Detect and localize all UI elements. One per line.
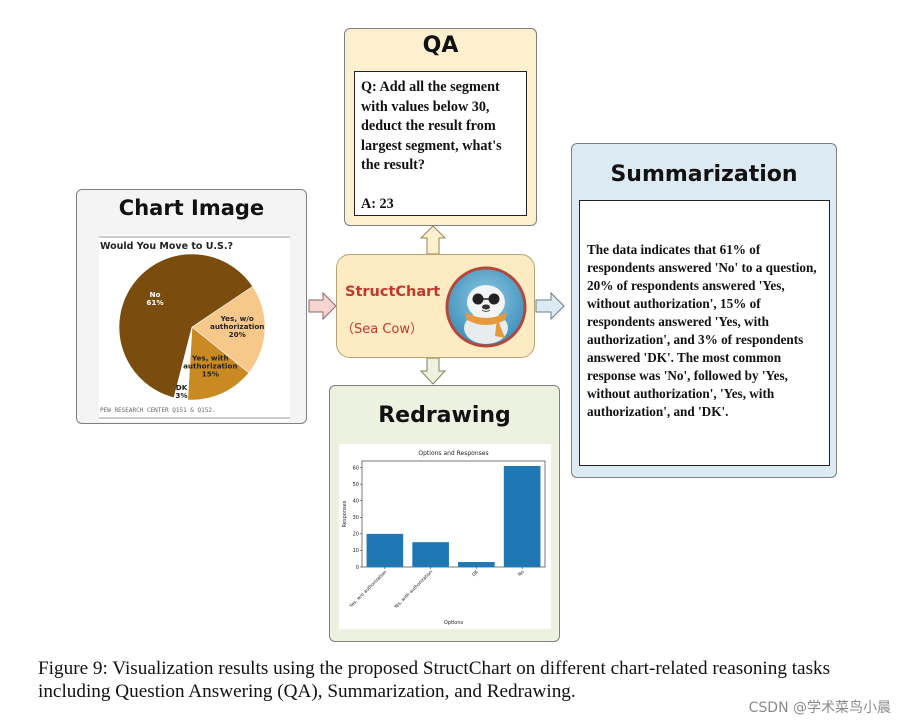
pie-source: PEW RESEARCH CENTER Q151 & Q152. [100, 407, 216, 414]
qa-panel: QA Q: Add all the segment with values be… [344, 28, 537, 226]
qa-question: Q: Add all the segment with values below… [361, 78, 520, 176]
arrow-right-out-icon [536, 293, 564, 319]
summarization-panel: Summarization The data indicates that 61… [571, 143, 837, 478]
pie-title: Would You Move to U.S.? [100, 241, 233, 252]
bar-dk [458, 562, 495, 567]
y-tick-label: 40 [353, 499, 359, 505]
arrow-up-icon [421, 226, 445, 254]
y-axis-label: Responses [342, 500, 348, 527]
arrow-right-in-icon [309, 293, 336, 319]
structchart-box: StructChart （Sea Cow） [336, 254, 535, 358]
sea-cow-icon [445, 266, 527, 348]
summarization-text: The data indicates that 61% of responden… [587, 241, 823, 421]
summarization-box: The data indicates that 61% of responden… [579, 200, 830, 466]
bar-chart-title: Options and Responses [418, 450, 488, 457]
bar-yes-w-o-authorization [367, 534, 404, 567]
structchart-subtitle: （Sea Cow） [341, 318, 423, 337]
x-tick-label: DK [471, 568, 481, 578]
structchart-name: StructChart [345, 284, 440, 300]
y-tick-label: 10 [353, 548, 359, 554]
qa-title: QA [345, 33, 536, 58]
chart-image-title: Chart Image [77, 196, 306, 220]
bar-no [504, 466, 541, 567]
summarization-title: Summarization [572, 162, 836, 187]
redrawing-title: Redrawing [330, 403, 559, 428]
y-tick-label: 20 [353, 532, 359, 538]
qa-box: Q: Add all the segment with values below… [354, 71, 527, 216]
qa-answer: A: 23 [361, 195, 520, 215]
y-tick-label: 0 [356, 565, 359, 571]
y-tick-label: 60 [353, 465, 359, 471]
x-tick-label: Yes, with authorization [392, 569, 434, 611]
bar-yes-with-authorization [412, 542, 449, 567]
x-axis-label: Options [444, 620, 464, 626]
x-tick-label: No [517, 569, 526, 578]
y-tick-label: 50 [353, 482, 359, 488]
x-tick-label: Yes, w/o authorization [348, 569, 389, 610]
chart-image-panel: Chart Image Would You Move to U.S.? Yes,… [76, 189, 307, 424]
y-tick-label: 30 [353, 515, 359, 521]
redrawing-panel: Redrawing Options and Responses 0 10 20 30 40… [329, 385, 560, 642]
watermark: CSDN @学术菜鸟小晨 [749, 697, 891, 717]
arrow-down-icon [421, 358, 445, 384]
